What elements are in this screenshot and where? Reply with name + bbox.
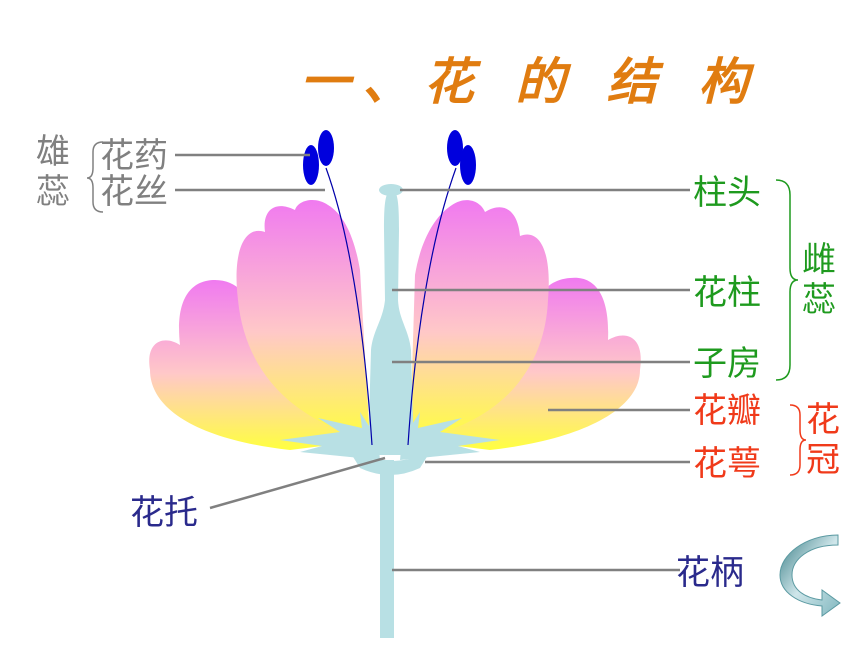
stigma-label: 柱头 <box>693 173 761 213</box>
anther-right-back <box>447 130 463 166</box>
page-title: 一、花 的 结 构 <box>300 53 761 111</box>
stamen-group-label: 雄蕊 <box>36 132 70 212</box>
receptacle-label: 花托 <box>130 493 198 533</box>
anther-left-back <box>318 130 334 166</box>
curved-arrow-icon[interactable] <box>779 534 841 617</box>
stigma <box>379 184 403 196</box>
filament-label: 花丝 <box>100 172 168 212</box>
petal-inner-left <box>236 199 370 440</box>
bracket-stamen <box>86 141 104 213</box>
anther-left-front <box>303 145 319 185</box>
petal-inner-right <box>410 200 549 440</box>
filament-left <box>325 167 373 446</box>
sepals <box>280 412 380 460</box>
sepal-label: 花萼 <box>693 444 761 484</box>
ovary-label: 子房 <box>693 344 761 384</box>
leader-receptacle <box>209 456 386 510</box>
pistil <box>368 190 414 455</box>
style-label: 花柱 <box>693 273 761 313</box>
filament-right <box>407 167 457 446</box>
bracket-corolla <box>789 404 807 476</box>
anther-label: 花药 <box>100 136 168 176</box>
corolla-group-label: 花冠 <box>806 400 840 480</box>
bracket-pistil <box>775 179 799 381</box>
anther-right-front <box>460 145 476 185</box>
pistil-group-label: 雌蕊 <box>802 240 836 320</box>
pedicel-label: 花柄 <box>676 553 744 593</box>
sepals-right <box>400 412 500 460</box>
pedicel-stem <box>380 460 394 638</box>
petal-label: 花瓣 <box>693 391 761 431</box>
